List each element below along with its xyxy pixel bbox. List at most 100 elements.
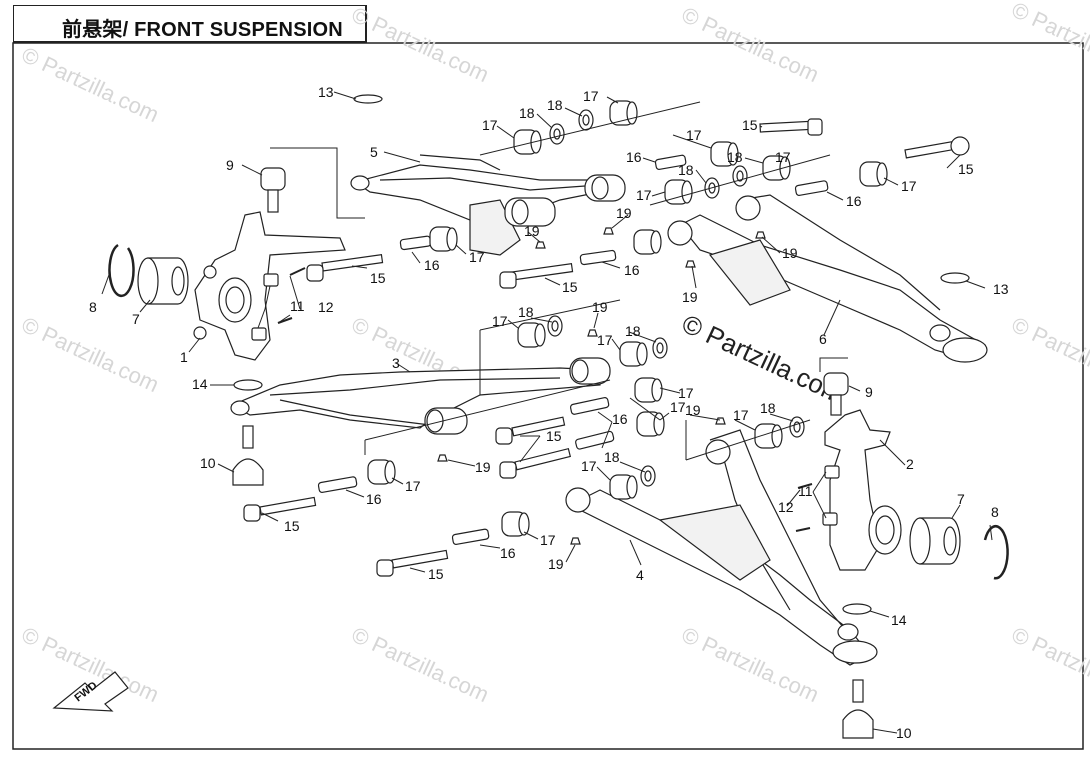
lower-ball-joint-right [842,679,874,739]
callout-18: 18 [604,449,620,465]
callout-15: 15 [546,428,562,444]
callout-3: 3 [392,355,400,371]
callout-8: 8 [89,299,97,315]
callout-15: 15 [428,566,444,582]
callout-18: 18 [519,105,535,121]
callout-9: 9 [865,384,873,400]
callout-5: 5 [370,144,378,160]
upper-a-arm-left [350,154,626,256]
parts [108,94,1009,739]
callout-19: 19 [592,299,608,315]
watermark: © Partzilla.com [18,42,163,127]
watermark: © Partzilla.com [678,2,823,87]
watermark-center: © Partzilla.com [677,308,848,409]
callout-12: 12 [318,299,334,315]
callout-17: 17 [670,399,686,415]
watermark: © Partzilla.com [1008,312,1090,397]
callout-19: 19 [685,402,701,418]
callout-10: 10 [896,725,912,741]
callout-15: 15 [958,161,974,177]
callout-18: 18 [518,304,534,320]
wheel-bearing-left [137,257,189,305]
callout-18: 18 [760,400,776,416]
callout-19: 19 [548,556,564,572]
callout-17: 17 [733,407,749,423]
forward-direction-arrow: FWD [52,671,129,712]
wheel-bearing-right [909,517,961,565]
callout-15: 15 [742,117,758,133]
circlip-right [983,525,1009,580]
callout-11: 11 [798,483,813,499]
callout-17: 17 [540,532,556,548]
upper-a-arm-right [667,194,988,363]
callout-6: 6 [819,331,827,347]
lower-a-arm-left [230,357,611,435]
watermark: © Partzilla.com [678,622,823,707]
callout-8: 8 [991,504,999,520]
callout-17: 17 [597,332,613,348]
callout-1: 1 [180,349,188,365]
callout-15: 15 [284,518,300,534]
watermark: © Partzilla.com [18,312,163,397]
castle-nuts [251,273,840,526]
callout-16: 16 [424,257,440,273]
watermark: © Partzilla.com [348,622,493,707]
callout-16: 16 [366,491,382,507]
callout-19: 19 [475,459,491,475]
lower-ball-joint-left [232,425,264,486]
callout-12: 12 [778,499,794,515]
callout-17: 17 [482,117,498,133]
callout-17: 17 [492,313,508,329]
callout-16: 16 [500,545,516,561]
callout-13: 13 [318,84,334,100]
callout-16: 16 [624,262,640,278]
callout-10: 10 [200,455,216,471]
callout-17: 17 [678,385,694,401]
callout-18: 18 [727,149,743,165]
callout-19: 19 [616,205,632,221]
bushings [367,100,888,537]
callout-14: 14 [891,612,907,628]
callouts: 13 9 5 17 18 18 17 17 15 16 18 18 17 17 … [89,84,1009,741]
callout-17: 17 [901,178,917,194]
callout-18: 18 [547,97,563,113]
upper-ball-joint-left [260,167,286,213]
lower-a-arm-right [565,429,878,666]
leader-lines [101,91,993,734]
callout-15: 15 [370,270,386,286]
callout-15: 15 [562,279,578,295]
callout-14: 14 [192,376,208,392]
callout-17: 17 [686,127,702,143]
title-box: 前悬架/ FRONT SUSPENSION [13,5,367,43]
upper-ball-joint-right [823,372,849,416]
callout-16: 16 [612,411,628,427]
page-title: 前悬架/ FRONT SUSPENSION [62,19,343,41]
bolts [243,118,970,577]
callout-16: 16 [846,193,862,209]
dust-seal-14-left [233,379,263,391]
callout-17: 17 [775,149,791,165]
callout-17: 17 [469,249,485,265]
watermark: © Partzilla.com [348,2,493,87]
callout-17: 17 [636,187,652,203]
callout-17: 17 [583,88,599,104]
steering-knuckle-left [193,211,346,361]
snap-ring-13-right [940,272,970,284]
callout-11: 11 [290,298,305,314]
grease-fittings [437,227,766,545]
callout-7: 7 [957,491,965,507]
callout-4: 4 [636,567,644,583]
callout-17: 17 [581,458,597,474]
callout-9: 9 [226,157,234,173]
snap-ring-13-left [353,94,383,104]
cotter-pins [277,267,813,532]
callout-19: 19 [782,245,798,261]
steering-knuckle-right [824,409,902,571]
callout-19: 19 [682,289,698,305]
callout-13: 13 [993,281,1009,297]
callout-19: 19 [524,223,540,239]
callout-7: 7 [132,311,140,327]
callout-2: 2 [906,456,914,472]
